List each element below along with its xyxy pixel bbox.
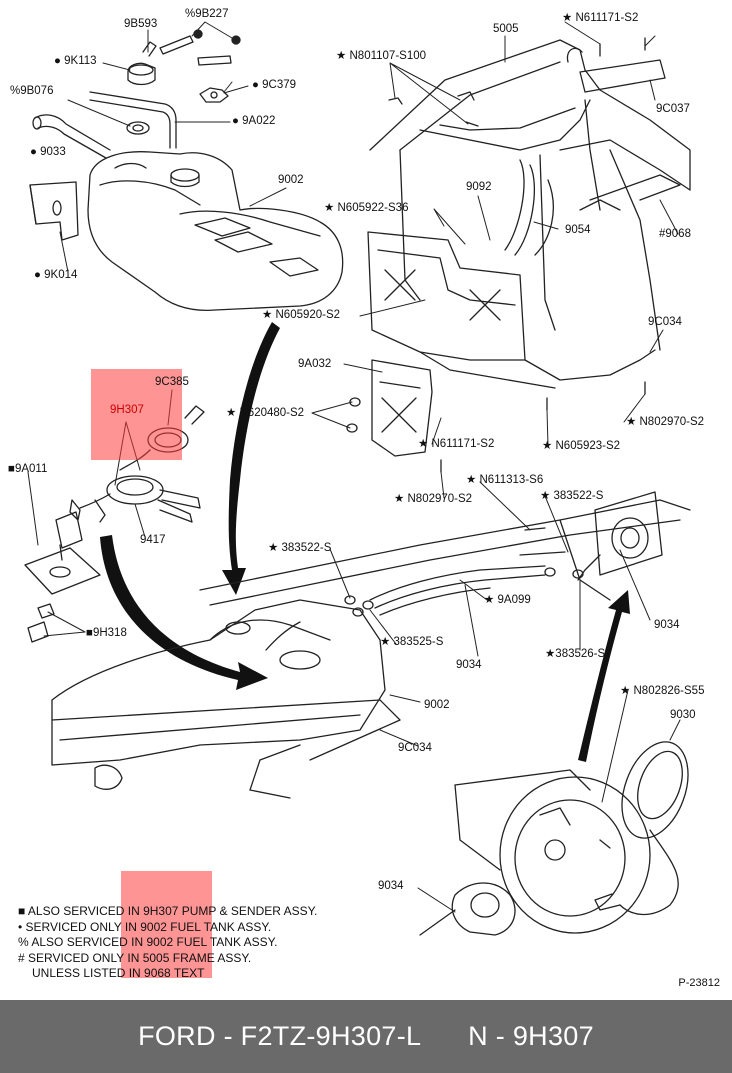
label-9a022: ● 9A022 — [232, 115, 276, 127]
label-9034-bottom: 9034 — [378, 880, 404, 892]
pointer-arrows — [100, 322, 630, 762]
label-9c385: 9C385 — [155, 376, 189, 388]
shield-9a032 — [371, 359, 433, 457]
label-9h307: 9H307 — [110, 404, 144, 416]
fuel-lines — [344, 527, 584, 617]
filler-pipe-9034-top — [577, 491, 663, 581]
part-number-banner: FORD - F2TZ-9H307-L N - 9H307 — [0, 1000, 732, 1073]
footer-part-number: FORD - F2TZ-9H307-L — [138, 1021, 422, 1051]
label-9030: 9030 — [670, 709, 696, 721]
highlight-box-legend — [121, 871, 212, 978]
legend-line-1: ■ ALSO SERVICED IN 9H307 PUMP & SENDER A… — [18, 904, 318, 918]
leader-lines — [27, 21, 681, 913]
label-9b593: 9B593 — [124, 18, 158, 30]
label-n605922: ★ N605922-S36 — [324, 202, 409, 214]
label-9002-bottom: 9002 — [424, 699, 450, 711]
legend-line-2: • SERVICED ONLY IN 9002 FUEL TANK ASSY. — [18, 919, 272, 934]
legend-line-3: % ALSO SERVICED IN 9002 FUEL TANK ASSY. — [18, 935, 278, 949]
installed-tank — [51, 599, 386, 790]
label-n605923: ★ N605923-S2 — [542, 440, 621, 452]
filler-door-assembly — [454, 769, 651, 934]
label-9417: 9417 — [140, 534, 166, 546]
filter-9a011 — [24, 511, 101, 595]
bracket-9k014 — [29, 181, 79, 241]
filler-neck-9034-bottom — [419, 882, 516, 936]
footer-reference: N - 9H307 — [468, 1021, 594, 1051]
label-9054: 9054 — [565, 224, 591, 236]
clip-9h318 — [27, 603, 55, 643]
label-9034-right: 9034 — [654, 619, 680, 631]
label-9b076: %9B076 — [10, 85, 54, 97]
label-9068: #9068 — [659, 228, 691, 240]
frame-rail-bottom — [199, 499, 691, 799]
legend-line-5: UNLESS LISTED IN 9068 TEXT — [32, 966, 205, 980]
label-9034-mid: 9034 — [456, 659, 482, 671]
frame-assembly-5005 — [369, 39, 691, 351]
label-n802970-right: ★ N802970-S2 — [626, 416, 705, 428]
label-9k014: ● 9K014 — [34, 269, 78, 281]
label-9a032: 9A032 — [298, 358, 332, 370]
label-n611171-mid: ★ N611171-S2 — [418, 438, 495, 450]
label-383522-right: ★ 383522-S — [540, 490, 604, 502]
label-n611171-top: ★ N611171-S2 — [562, 12, 639, 24]
label-9092: 9092 — [466, 181, 492, 193]
shield-9c034-top — [367, 231, 656, 389]
label-n605920: ★ N605920-S2 — [262, 309, 341, 321]
hoses-9b227 — [159, 29, 241, 66]
label-9h318: ■9H318 — [86, 627, 127, 639]
highlight-box-9h307 — [91, 369, 182, 460]
fuel-tank-top — [87, 151, 344, 311]
valve-9k113 — [127, 41, 157, 86]
fasteners — [346, 37, 646, 473]
hose-9033 — [32, 114, 111, 159]
label-n620480: ★ N620480-S2 — [226, 407, 305, 419]
label-5005: 5005 — [493, 23, 519, 35]
label-9033: ● 9033 — [30, 146, 66, 158]
label-9c034-top: 9C034 — [648, 316, 682, 328]
label-9c379: ● 9C379 — [252, 79, 297, 91]
bracket-9c037 — [566, 47, 666, 93]
label-9c037: 9C037 — [656, 103, 690, 115]
label-9002-top: 9002 — [278, 174, 304, 186]
label-9b227: %9B227 — [185, 8, 229, 20]
label-n611313: ★ N611313-S6 — [466, 474, 544, 486]
fuel-cap-9030 — [594, 741, 689, 916]
legend-line-4: # SERVICED ONLY IN 5005 FRAME ASSY. — [18, 950, 252, 965]
footer-spacer — [421, 1021, 468, 1052]
label-383522-left: ★ 383522-S — [268, 542, 332, 554]
label-9a011: ■9A011 — [8, 463, 48, 475]
label-383525: ★ 383525-S — [380, 636, 444, 648]
label-383526: ★383526-S — [545, 648, 606, 660]
cap-9c379 — [199, 87, 229, 103]
figure-number: P-23812 — [678, 977, 720, 989]
label-n802970-mid: ★ N802970-S2 — [394, 493, 473, 505]
fuel-system-exploded-diagram — [24, 21, 691, 936]
label-n801107: ★ N801107-S100 — [336, 50, 427, 62]
label-9a099: ★ 9A099 — [484, 594, 531, 606]
label-9c034-bottom: 9C034 — [398, 742, 432, 754]
label-n802826: ★ N802826-S55 — [620, 685, 705, 697]
label-9k113: ● 9K113 — [54, 55, 97, 67]
legend: ■ ALSO SERVICED IN 9H307 PUMP & SENDER A… — [18, 904, 317, 982]
vent-tube-9a022 — [89, 91, 177, 149]
